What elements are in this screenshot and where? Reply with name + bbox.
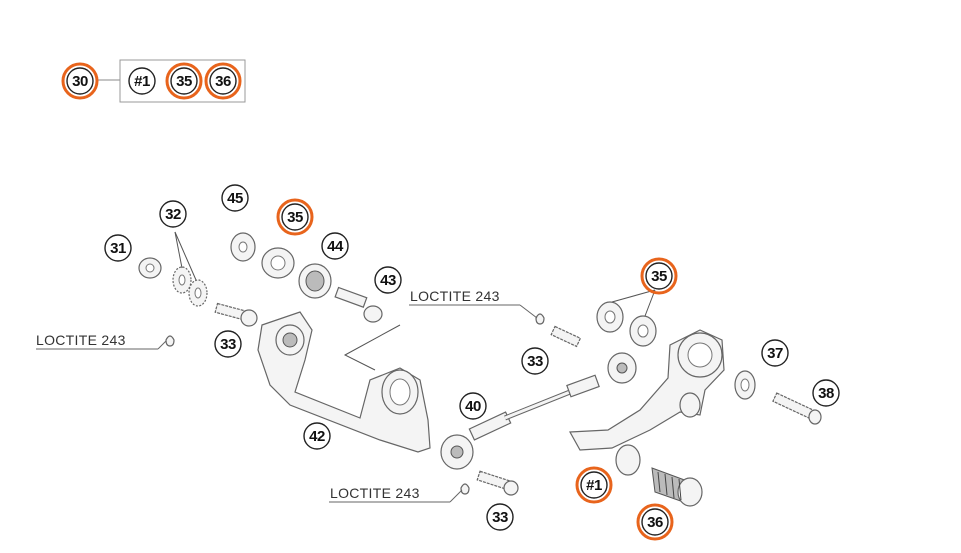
loctite-bottom-leader [449, 489, 463, 503]
callout-42: 42 [303, 422, 331, 450]
callout-35-highlighted: 35 [165, 62, 203, 100]
part-shift-peg-rubber-36 [651, 467, 703, 507]
callout-circle [761, 339, 789, 367]
callout-number: 33 [527, 353, 543, 370]
callout-hash-1: #1 [128, 67, 156, 95]
callout-layer: 30 #1 35 36 31 32 45 35 44 43 33 42 40 33 35 37 38 #1 36 33 [61, 62, 840, 541]
callout-number: 43 [380, 272, 396, 289]
callout-circle [281, 203, 309, 231]
callout-circle [128, 67, 156, 95]
callout-circle [221, 184, 249, 212]
part-bearing-44 [298, 263, 332, 299]
callout-number: 32 [165, 206, 181, 223]
callout-number: 31 [110, 240, 126, 257]
part-washer-45 [230, 232, 256, 262]
loctite-label-left: LOCTITE 243 [36, 332, 126, 348]
callout-number: 42 [309, 428, 325, 445]
highlight-ring [61, 62, 99, 100]
callout-hash-1-highlighted: #1 [575, 466, 613, 504]
highlight-ring [640, 257, 678, 295]
callout-circle [645, 262, 673, 290]
callout-number: 30 [72, 73, 88, 90]
highlight-ring [204, 62, 242, 100]
assembly-legend [96, 59, 246, 103]
callout-circle [104, 234, 132, 262]
callout-31: 31 [104, 234, 132, 262]
callout-30-highlighted: 30 [61, 62, 99, 100]
callout-number: 45 [227, 190, 243, 207]
part-washer-31 [138, 257, 162, 279]
callout-circle [170, 67, 198, 95]
callout-36-highlighted: 36 [636, 503, 674, 541]
callout-circle [521, 347, 549, 375]
callout-36-highlighted: 36 [204, 62, 242, 100]
callout-32: 32 [159, 200, 187, 228]
part-shift-lever-1 [569, 329, 725, 476]
highlight-ring [575, 466, 613, 504]
callout-33: 33 [486, 503, 514, 531]
callout-number: #1 [134, 73, 150, 90]
callout-35-highlighted: 35 [276, 198, 314, 236]
callout-circle [159, 200, 187, 228]
callout-circle [812, 379, 840, 407]
loctite-drop-left [165, 335, 175, 347]
callout-number: #1 [586, 477, 602, 494]
loctite-label-bottom: LOCTITE 243 [330, 485, 420, 501]
callout-number: 36 [647, 514, 663, 531]
callout-circle [209, 67, 237, 95]
loctite-left-leader [157, 340, 167, 350]
callout-circle [580, 471, 608, 499]
callout-38: 38 [812, 379, 840, 407]
part-screw-38 [772, 392, 822, 425]
callout-circle [321, 232, 349, 260]
callout-circle [66, 67, 94, 95]
callout-number: 35 [176, 73, 192, 90]
callout-number: 35 [651, 268, 667, 285]
part-lock-washers-32 [172, 231, 208, 307]
loctite-mid-leader [519, 304, 538, 319]
callout-45: 45 [221, 184, 249, 212]
part-screw-33-bottom [476, 470, 519, 496]
callout-37: 37 [761, 339, 789, 367]
part-washer-37 [734, 370, 756, 400]
loctite-drop-mid [535, 313, 545, 325]
callout-number: 33 [492, 509, 508, 526]
callout-43: 43 [374, 266, 402, 294]
highlight-ring [276, 198, 314, 236]
highlight-ring [165, 62, 203, 100]
callout-40: 40 [459, 392, 487, 420]
callout-33: 33 [521, 347, 549, 375]
part-bushings-35-right [596, 289, 657, 347]
part-bushing-35-left [261, 247, 295, 279]
callout-circle [303, 422, 331, 450]
callout-33: 33 [214, 330, 242, 358]
highlight-ring [636, 503, 674, 541]
callout-number: 40 [465, 398, 481, 415]
callout-number: 44 [327, 238, 344, 255]
loctite-label-mid: LOCTITE 243 [410, 288, 500, 304]
callout-circle [459, 392, 487, 420]
callout-number: 35 [287, 209, 303, 226]
legend-box [119, 59, 246, 103]
callout-circle [486, 503, 514, 531]
part-screw-33-left [214, 302, 258, 327]
part-shift-rod-40 [440, 352, 637, 470]
callout-number: 33 [220, 336, 236, 353]
callout-circle [214, 330, 242, 358]
part-shift-bracket-42 [257, 311, 431, 453]
callout-35-highlighted: 35 [640, 257, 678, 295]
part-screw-33-mid [550, 325, 582, 348]
callout-number: 38 [818, 385, 834, 402]
loctite-drop-bottom [460, 483, 470, 495]
callout-circle [641, 508, 669, 536]
part-bolt-43 [334, 286, 383, 323]
callout-number: 37 [767, 345, 783, 362]
callout-circle [374, 266, 402, 294]
callout-44: 44 [321, 232, 349, 260]
callout-number: 36 [215, 73, 231, 90]
